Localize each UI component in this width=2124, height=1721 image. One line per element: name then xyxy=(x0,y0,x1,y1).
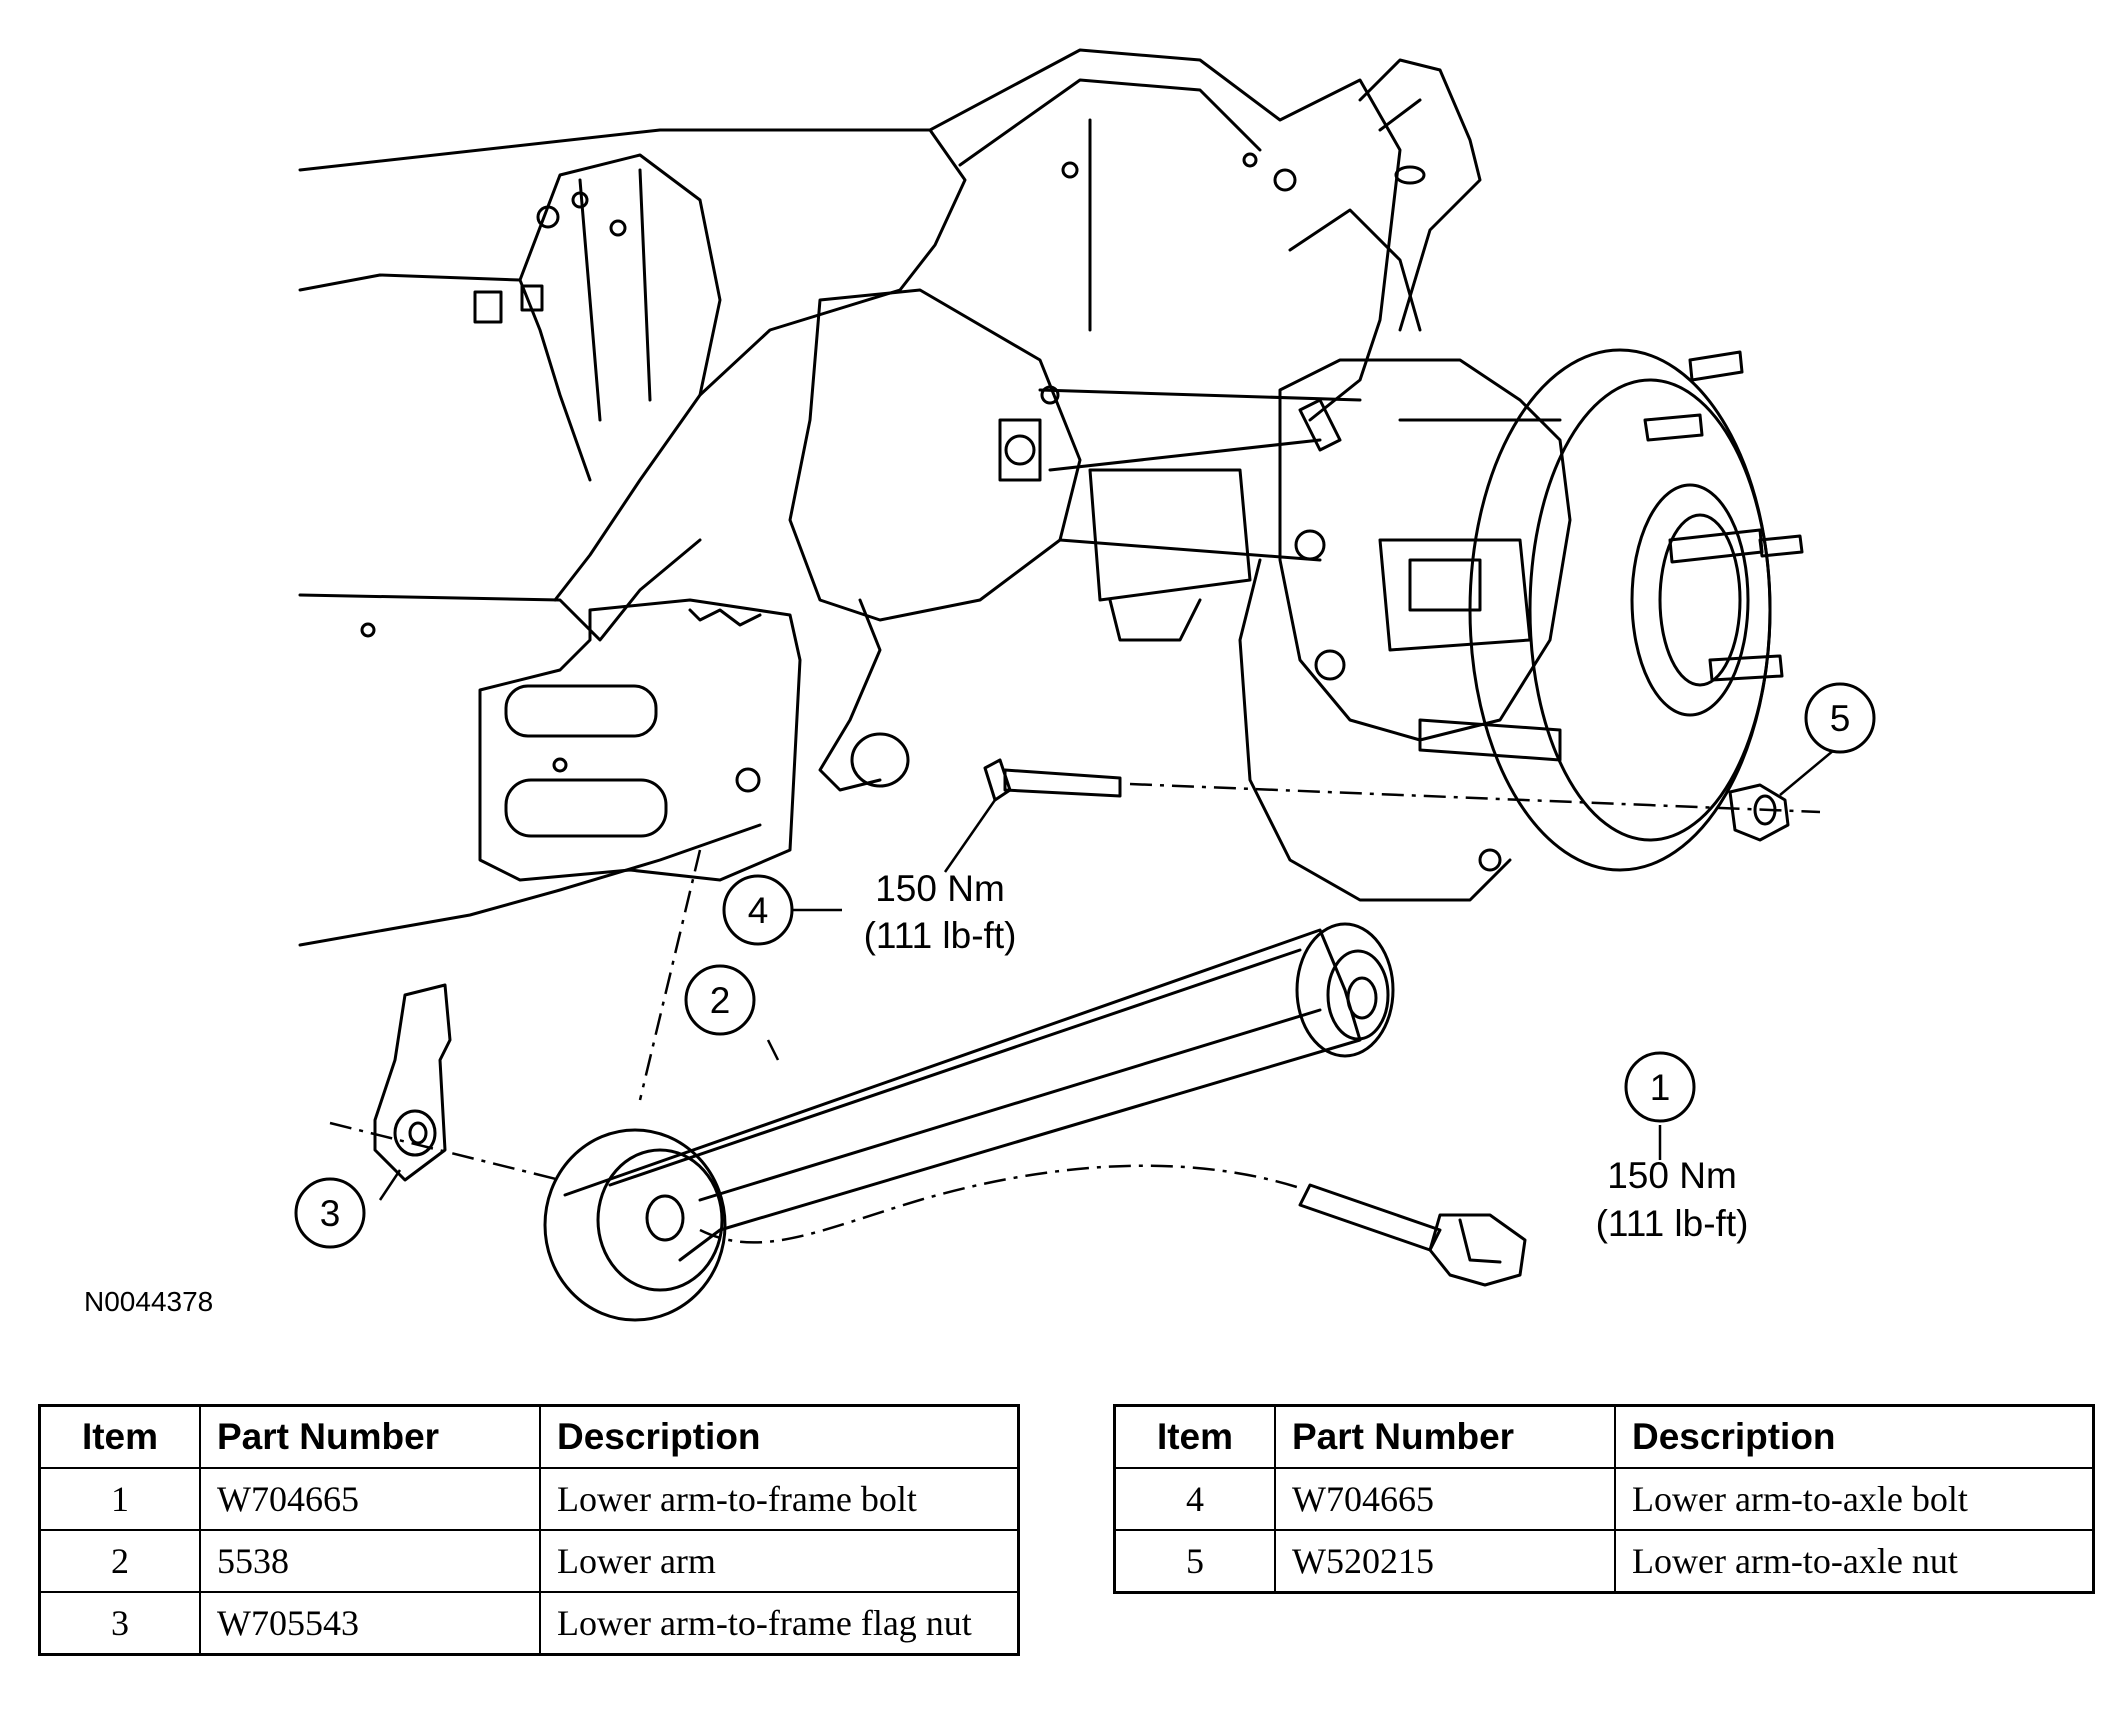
table-header-row: Item Part Number Description xyxy=(1113,1404,2095,1469)
callout-1-circle xyxy=(1624,1051,1696,1123)
torque-1-imperial: (111 lb-ft) xyxy=(1596,1203,1749,1244)
torque-1-metric: 150 Nm xyxy=(1607,1155,1737,1196)
header-part-number: Part Number xyxy=(1274,1404,1616,1469)
header-item: Item xyxy=(38,1404,201,1469)
header-description: Description xyxy=(1614,1404,2095,1469)
table-row: 1 W704665 Lower arm-to-frame bolt xyxy=(38,1467,1020,1531)
figure-id: N0044378 xyxy=(84,1286,214,1317)
callout-3-circle xyxy=(294,1177,366,1249)
suspension-diagram: 1 2 3 4 5 150 Nm (111 lb-ft) 150 Nm (111… xyxy=(294,48,1876,1322)
callout-5-circle xyxy=(1804,682,1876,754)
cell-item: 4 xyxy=(1113,1467,1276,1531)
header-part-number: Part Number xyxy=(199,1404,541,1469)
parts-table-left: Item Part Number Description 1 W704665 L… xyxy=(38,1404,1020,1656)
cell-item: 3 xyxy=(38,1591,201,1656)
brake-caliper xyxy=(1278,358,1572,762)
axle-bolt xyxy=(983,758,1122,802)
table-row: 3 W705543 Lower arm-to-frame flag nut xyxy=(38,1591,1020,1656)
header-item: Item xyxy=(1113,1404,1276,1469)
axle-nut xyxy=(1728,783,1790,842)
callout-5-number: 5 xyxy=(1830,698,1851,739)
frame-rail xyxy=(298,128,967,947)
cell-part-number: 5538 xyxy=(199,1529,541,1593)
cell-description: Lower arm-to-axle bolt xyxy=(1614,1467,2095,1531)
cell-item: 1 xyxy=(38,1467,201,1531)
callout-3-number: 3 xyxy=(320,1193,341,1234)
table-row: 5 W520215 Lower arm-to-axle nut xyxy=(1113,1529,2095,1594)
cell-item: 2 xyxy=(38,1529,201,1593)
cell-item: 5 xyxy=(1113,1529,1276,1594)
axle-housing xyxy=(788,48,1402,792)
callout-4-number: 4 xyxy=(748,890,769,931)
cell-part-number: W520215 xyxy=(1274,1529,1616,1594)
axle-bracket xyxy=(478,598,802,882)
lower-arm xyxy=(543,922,1395,1322)
parts-table-right: Item Part Number Description 4 W704665 L… xyxy=(1113,1404,2095,1594)
shock-mount xyxy=(1288,58,1482,332)
torque-4-imperial: (111 lb-ft) xyxy=(864,915,1017,956)
frame-bolt xyxy=(1298,1183,1527,1287)
cell-part-number: W704665 xyxy=(199,1467,541,1531)
cell-part-number: W705543 xyxy=(199,1591,541,1656)
table-row: 4 W704665 Lower arm-to-axle bolt xyxy=(1113,1467,2095,1531)
callout-1-number: 1 xyxy=(1650,1067,1671,1108)
flag-nut xyxy=(373,983,452,1182)
callout-2-circle xyxy=(684,964,756,1036)
brake-rotor xyxy=(1238,348,1804,902)
callout-2-number: 2 xyxy=(710,980,731,1021)
table-row: 2 5538 Lower arm xyxy=(38,1529,1020,1593)
table-header-row: Item Part Number Description xyxy=(38,1404,1020,1469)
cell-description: Lower arm-to-frame bolt xyxy=(539,1467,1020,1531)
header-description: Description xyxy=(539,1404,1020,1469)
cell-description: Lower arm-to-axle nut xyxy=(1614,1529,2095,1594)
torque-4-metric: 150 Nm xyxy=(875,868,1005,909)
cell-description: Lower arm xyxy=(539,1529,1020,1593)
cell-description: Lower arm-to-frame flag nut xyxy=(539,1591,1020,1656)
callout-4-circle xyxy=(722,874,794,946)
cell-part-number: W704665 xyxy=(1274,1467,1616,1531)
